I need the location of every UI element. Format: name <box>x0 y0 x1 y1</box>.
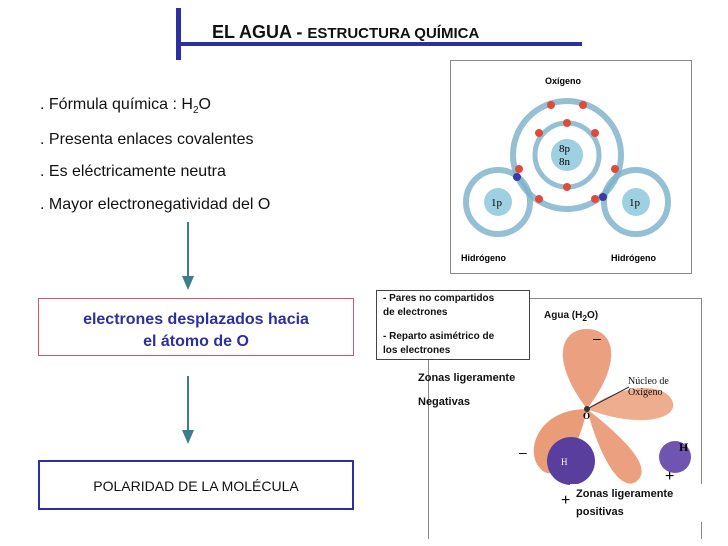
polarity-box: POLARIDAD DE LA MOLÉCULA <box>38 460 354 510</box>
bullet-formula-suffix: O <box>198 96 211 113</box>
page-title: EL AGUA - ESTRUCTURA QUÍMICA <box>212 22 479 43</box>
nucleo-label-1: Núcleo de <box>628 376 669 387</box>
electron <box>563 183 571 191</box>
zona-positiva-line1: Zonas ligeramente <box>576 488 674 500</box>
electron <box>591 195 599 203</box>
h-right-nucleus-label: 1p <box>629 197 641 209</box>
electrons-line2: el átomo de O <box>143 333 249 350</box>
bullet-neutral: . Es eléctricamente neutra <box>40 163 226 180</box>
h-symbol-right: H <box>679 440 689 454</box>
pares-line1: - Pares no compartidos <box>383 293 495 304</box>
electron <box>579 101 587 109</box>
agua-label-sub: 2 <box>582 313 587 323</box>
plus-right: + <box>665 468 674 485</box>
oxygen-nucleus-p: 8p <box>559 143 571 155</box>
bullet-covalent: . Presenta enlaces covalentes <box>40 131 254 148</box>
hydrogen-left-orbit <box>463 167 533 237</box>
h-symbol-left: H <box>561 457 568 467</box>
hydrogen-right-label: Hidrógeno <box>611 253 656 263</box>
arrow-1-head <box>182 276 194 290</box>
electron <box>535 129 543 137</box>
orbital-svg: O H H – – + + <box>519 329 691 509</box>
plus-bottom: + <box>561 492 570 509</box>
electrons-box: electrones desplazados hacia el átomo de… <box>38 298 354 356</box>
arrow-1-line <box>187 222 189 278</box>
zona-positiva-line2: positivas <box>576 506 624 518</box>
oxygen-nucleus <box>551 139 583 171</box>
zona-negativa-line2: Negativas <box>418 396 470 408</box>
h-left-nucleus-label: 1p <box>491 197 503 209</box>
reparto-line1: - Reparto asimétrico de <box>383 331 495 342</box>
lone-pair-lobe <box>562 329 612 409</box>
electron <box>591 129 599 137</box>
agua-label-post: O) <box>586 310 599 321</box>
title-main: EL AGUA - <box>212 22 308 42</box>
hydrogen-right-orbit <box>601 167 671 237</box>
nucleo-label-2: Oxígeno <box>628 387 663 398</box>
pares-line2: de electrones <box>383 307 448 318</box>
hydrogen-sphere-left <box>547 437 595 485</box>
oxygen-outer-orbit <box>510 98 624 212</box>
molecule-diagram: Oxígeno 8p 8n 1p 1p Hidrógeno Hidrógeno <box>450 60 692 274</box>
hydrogen-sphere-right <box>659 441 691 473</box>
title-sub: ESTRUCTURA QUÍMICA <box>307 25 480 42</box>
zona-negativa-line1: Zonas ligeramente <box>418 372 516 384</box>
reparto-line2: los electrones <box>383 345 451 356</box>
minus-left: – <box>519 444 527 460</box>
hydrogen-left-label: Hidrógeno <box>461 253 506 263</box>
bond-lobe-right <box>587 409 642 484</box>
arrow-2-head <box>182 430 194 444</box>
agua-label: Agua (H2O) <box>544 310 598 323</box>
nucleus-pointer <box>586 386 630 410</box>
agua-label-pre: Agua (H <box>544 310 583 321</box>
bullet-formula: . Fórmula química : H2O <box>40 96 211 116</box>
oxygen-nucleus-n: 8n <box>559 156 571 168</box>
hydrogen-left-nucleus <box>484 188 512 216</box>
pares-box: - Pares no compartidos de electrones - R… <box>376 290 530 360</box>
electron <box>611 165 619 173</box>
hydrogen-right-nucleus <box>622 188 650 216</box>
bullet-electronegativity: . Mayor electronegatividad del O <box>40 196 271 213</box>
electron <box>547 101 555 109</box>
oxygen-label: Oxígeno <box>545 76 582 86</box>
title-underline <box>176 42 582 46</box>
electron <box>535 195 543 203</box>
bullet-formula-text: . Fórmula química : H <box>40 96 193 113</box>
electron <box>599 193 607 201</box>
o-symbol: O <box>583 411 590 421</box>
electrons-line1: electrones desplazados hacia <box>83 311 309 328</box>
minus-top: – <box>593 330 601 346</box>
electron <box>513 173 521 181</box>
molecule-svg: Oxígeno 8p 8n 1p 1p Hidrógeno Hidrógeno <box>461 76 671 263</box>
bullet-formula-sub: 2 <box>192 105 199 117</box>
polarity-text: POLARIDAD DE LA MOLÉCULA <box>93 478 299 494</box>
lone-pair-lobe-right <box>587 388 674 421</box>
electron <box>515 165 523 173</box>
title-accent-bar <box>176 8 181 60</box>
zona-positiva-box <box>570 484 704 522</box>
electron <box>563 119 571 127</box>
arrow-2-line <box>187 376 189 432</box>
